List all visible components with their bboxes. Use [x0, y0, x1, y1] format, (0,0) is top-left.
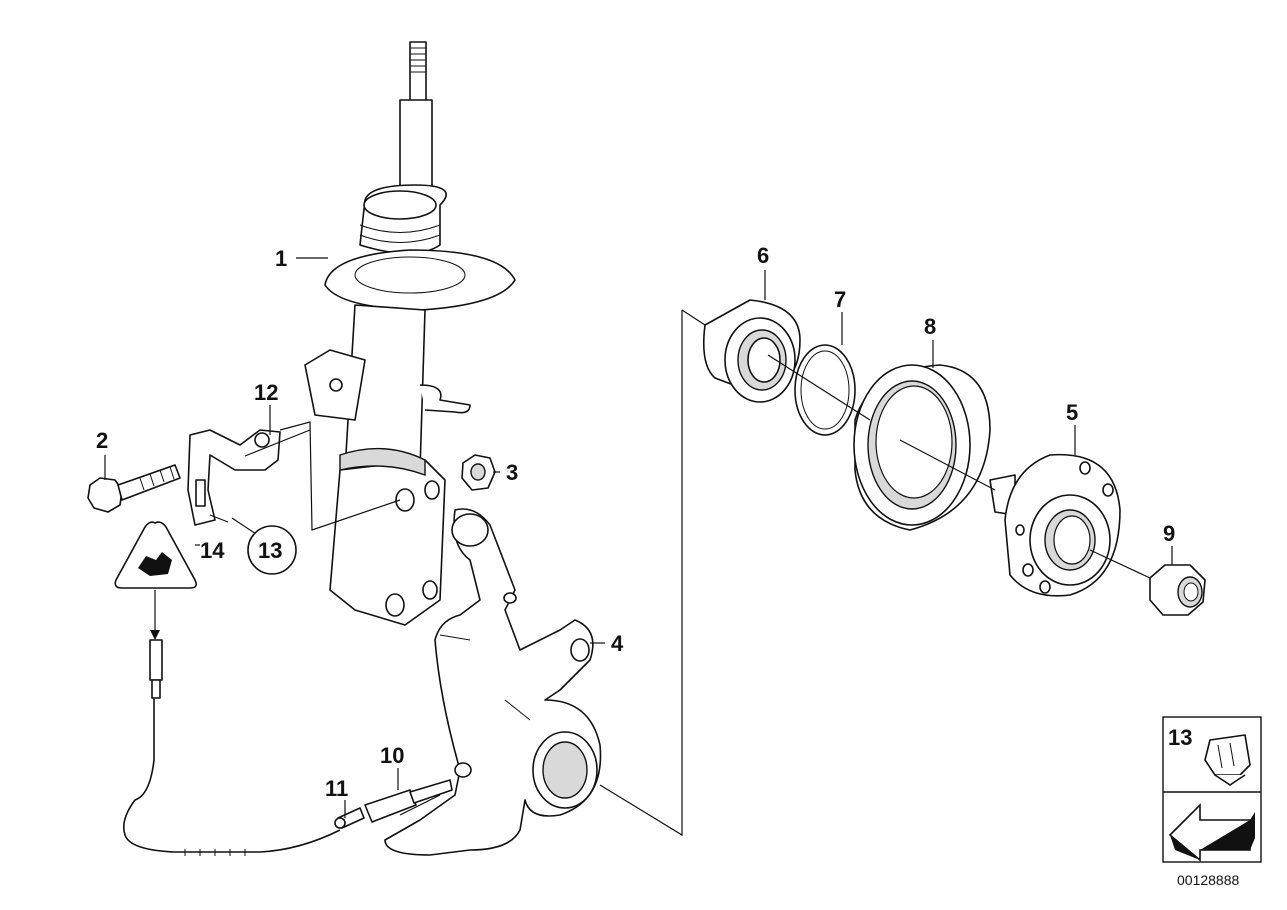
callout-8: 8 — [924, 314, 936, 339]
callout-10: 10 — [380, 743, 404, 768]
wheel-speed-sensor[interactable] — [364, 779, 453, 823]
leader-lines — [104, 257, 1173, 837]
circlip[interactable] — [794, 344, 856, 436]
hex-bolt[interactable] — [87, 464, 181, 513]
callout-3: 3 — [506, 460, 518, 485]
callout-13-circle — [247, 525, 297, 575]
warning-triangle-icon — [114, 521, 197, 589]
callout-13: 13 — [258, 538, 282, 563]
callout-14: 14 — [200, 538, 225, 563]
inset-box: 13 — [1162, 716, 1262, 863]
callout-2: 2 — [96, 428, 108, 453]
callout-12: 12 — [254, 380, 278, 405]
steering-knuckle[interactable] — [384, 508, 602, 856]
holder-bracket[interactable] — [187, 429, 281, 526]
callout-9: 9 — [1163, 521, 1175, 546]
wheel-hub[interactable] — [989, 453, 1121, 597]
protection-plate[interactable] — [853, 364, 991, 531]
reference-number: 00128888 — [1177, 872, 1240, 888]
self-locking-nut[interactable] — [461, 454, 496, 491]
spring-strut[interactable] — [304, 41, 516, 626]
callout-1: 1 — [275, 246, 287, 271]
collar-nut[interactable] — [1149, 564, 1206, 616]
callout-7: 7 — [834, 287, 846, 312]
callout-4: 4 — [611, 631, 624, 656]
sensor-cable[interactable] — [122, 590, 341, 856]
callout-6: 6 — [757, 243, 769, 268]
callout-labels: 1 2 3 4 5 6 7 8 9 10 11 12 14 13 — [96, 243, 1175, 801]
callout-5: 5 — [1066, 400, 1078, 425]
arrow-icon — [1168, 803, 1255, 862]
callout-11: 11 — [325, 776, 348, 801]
wheel-bearing[interactable] — [702, 299, 801, 403]
inset-label: 13 — [1168, 725, 1192, 750]
sensor-screw[interactable] — [334, 807, 365, 829]
clip-icon — [1204, 734, 1251, 786]
